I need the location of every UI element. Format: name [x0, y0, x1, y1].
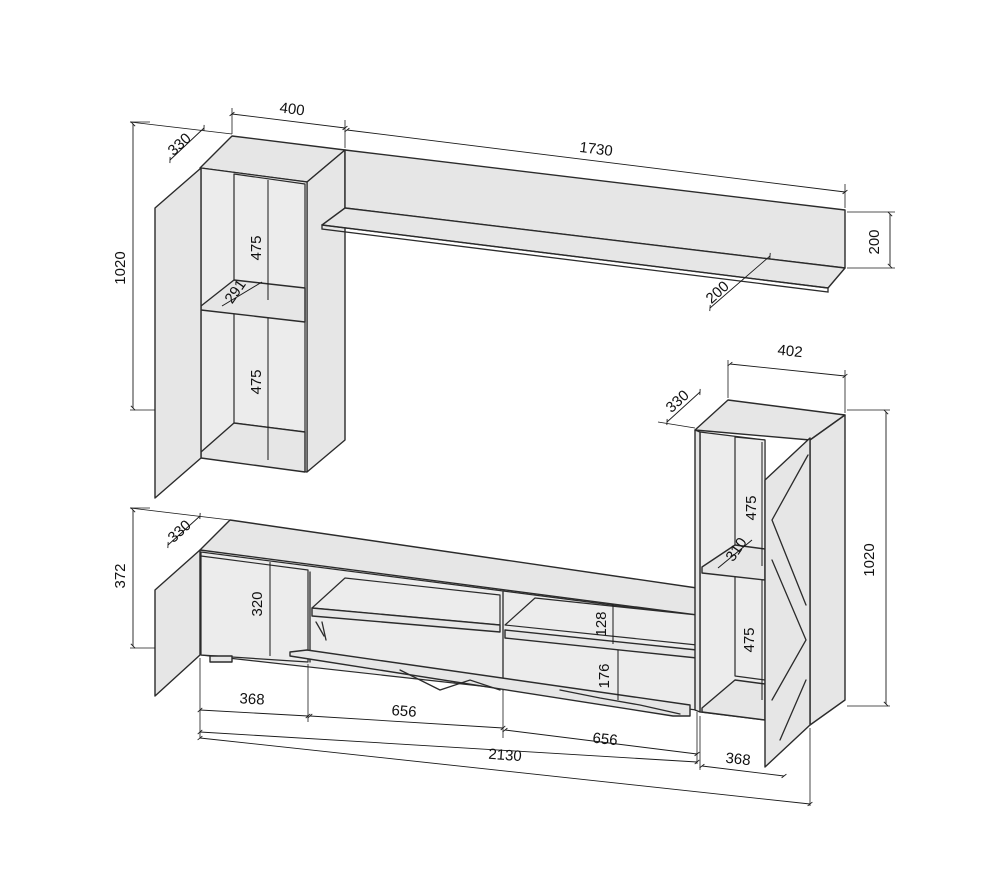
- tv-unit: [154, 519, 698, 717]
- tv-niche-bottom-height-label: 176: [596, 663, 613, 688]
- tall-cabinet-height-label: 1020: [861, 543, 878, 576]
- tv-section-middle-label: 656: [391, 702, 417, 721]
- tv-unit-height-label: 372: [112, 563, 129, 588]
- wall-shelf: [321, 149, 846, 293]
- wall-shelf-height-label: 200: [866, 229, 883, 254]
- tv-drop-flap: [289, 649, 691, 717]
- tv-niche-top-height-label: 128: [593, 611, 610, 636]
- upper-cabinet-depth-label: 330: [165, 130, 195, 159]
- tv-left-door: [154, 549, 201, 697]
- tv-section-left-label: 368: [239, 690, 265, 708]
- upper-wall-cabinet: [154, 135, 346, 499]
- upper-shelf-bottom-height-label: 475: [248, 369, 265, 394]
- upper-shelf-top-height-label: 475: [248, 235, 265, 260]
- upper-cabinet-height-label: 1020: [112, 251, 129, 284]
- tall-cabinet: [694, 399, 846, 768]
- tv-left-compartment: [200, 555, 309, 663]
- tv-unit-depth-label: 330: [165, 517, 195, 546]
- wall-shelf-dimensions: 1730 200 200: [344, 127, 895, 312]
- wall-shelf-length-label: 1730: [578, 139, 613, 160]
- tall-cabinet-width-label: 402: [777, 342, 804, 362]
- tall-shelf-bottom-height-label: 475: [741, 627, 758, 652]
- tall-cabinet-depth-label: 330: [663, 387, 693, 416]
- tv-unit-total-width-label: 2130: [488, 746, 522, 765]
- tall-shelf-top-height-label: 475: [743, 495, 760, 520]
- upper-cabinet-door: [154, 167, 202, 499]
- wall-shelf-depth-label: 200: [703, 278, 733, 307]
- upper-cabinet-width-label: 400: [279, 100, 306, 120]
- tall-cabinet-door: [764, 437, 811, 768]
- tv-left-inner-height-label: 320: [249, 591, 266, 616]
- tv-section-right-label: 656: [592, 730, 619, 750]
- tall-cabinet-bottom-width-label: 368: [725, 750, 752, 770]
